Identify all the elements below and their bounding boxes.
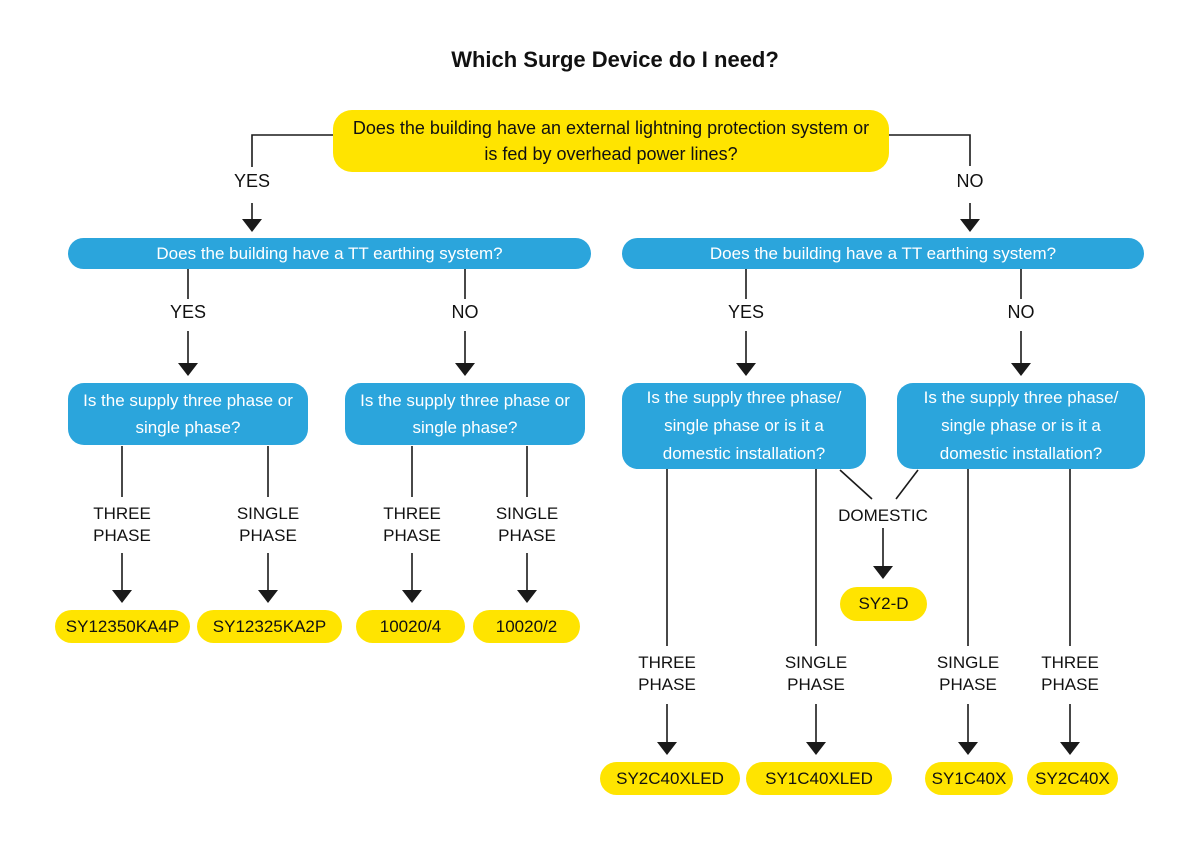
tt-question-box-right: Does the building have a TT earthing sys…: [622, 238, 1144, 269]
root-yes-label: YES: [233, 171, 271, 191]
product-sy12325ka2p: SY12325KA2P: [197, 610, 342, 643]
arrowhead-sy2d: [873, 566, 893, 579]
domestic-label: DOMESTIC: [838, 506, 928, 525]
single-phase-label-2: SINGLE PHASE: [495, 504, 559, 545]
tt-left-yes-label: YES: [169, 302, 207, 322]
product-sy12350ka4p: SY12350KA4P: [55, 610, 190, 643]
supply-domestic-question-box-1: Is the supply three phase/ single phase …: [622, 383, 866, 469]
arrowhead-10020-4: [402, 590, 422, 603]
single-phase-label-3: SINGLE PHASE: [784, 653, 848, 694]
arrowhead-tt-left-yes: [178, 363, 198, 376]
tt-question-box-left: Does the building have a TT earthing sys…: [68, 238, 591, 269]
three-phase-label-3: THREE PHASE: [638, 653, 696, 694]
supply-question-box-2: Is the supply three phase or single phas…: [345, 383, 585, 445]
connector-root-no-elbow: [889, 134, 971, 166]
arrowhead-sy2c40xled: [657, 742, 677, 755]
tt-right-no-label: NO: [1007, 302, 1035, 322]
three-phase-label-2: THREE PHASE: [383, 504, 441, 545]
supply-question-box-1: Is the supply three phase or single phas…: [68, 383, 308, 445]
arrowhead-sy2c40x: [1060, 742, 1080, 755]
root-question-box: Does the building have an external light…: [333, 110, 889, 172]
arrowhead-sy1c40xled: [806, 742, 826, 755]
connector-root-yes-elbow: [251, 134, 333, 167]
three-phase-label-4: THREE PHASE: [1041, 653, 1099, 694]
arrowhead-10020-2: [517, 590, 537, 603]
arrowhead-root-no: [960, 219, 980, 232]
arrowhead-sy1c40x: [958, 742, 978, 755]
arrowhead-tt-right-no: [1011, 363, 1031, 376]
product-sy2c40xled: SY2C40XLED: [600, 762, 740, 795]
page-title: Which Surge Device do I need?: [451, 47, 779, 72]
product-sy2-d: SY2-D: [840, 587, 927, 621]
product-sy1c40xled: SY1C40XLED: [746, 762, 892, 795]
product-sy1c40x: SY1C40X: [925, 762, 1013, 795]
arrowhead-root-yes: [242, 219, 262, 232]
single-phase-label-4: SINGLE PHASE: [936, 653, 1000, 694]
arrowhead-sy12325: [258, 590, 278, 603]
product-10020-4: 10020/4: [356, 610, 465, 643]
arrowhead-sy12350: [112, 590, 132, 603]
single-phase-label-1: SINGLE PHASE: [236, 504, 300, 545]
supply-domestic-question-box-2: Is the supply three phase/ single phase …: [897, 383, 1145, 469]
tt-left-no-label: NO: [451, 302, 479, 322]
diag-domestic-right: [895, 469, 919, 500]
root-no-label: NO: [956, 171, 984, 191]
arrowhead-tt-right-yes: [736, 363, 756, 376]
tt-right-yes-label: YES: [727, 302, 765, 322]
arrowhead-tt-left-no: [455, 363, 475, 376]
diag-domestic-left: [839, 469, 873, 500]
three-phase-label-1: THREE PHASE: [93, 504, 151, 545]
product-sy2c40x: SY2C40X: [1027, 762, 1118, 795]
product-10020-2: 10020/2: [473, 610, 580, 643]
